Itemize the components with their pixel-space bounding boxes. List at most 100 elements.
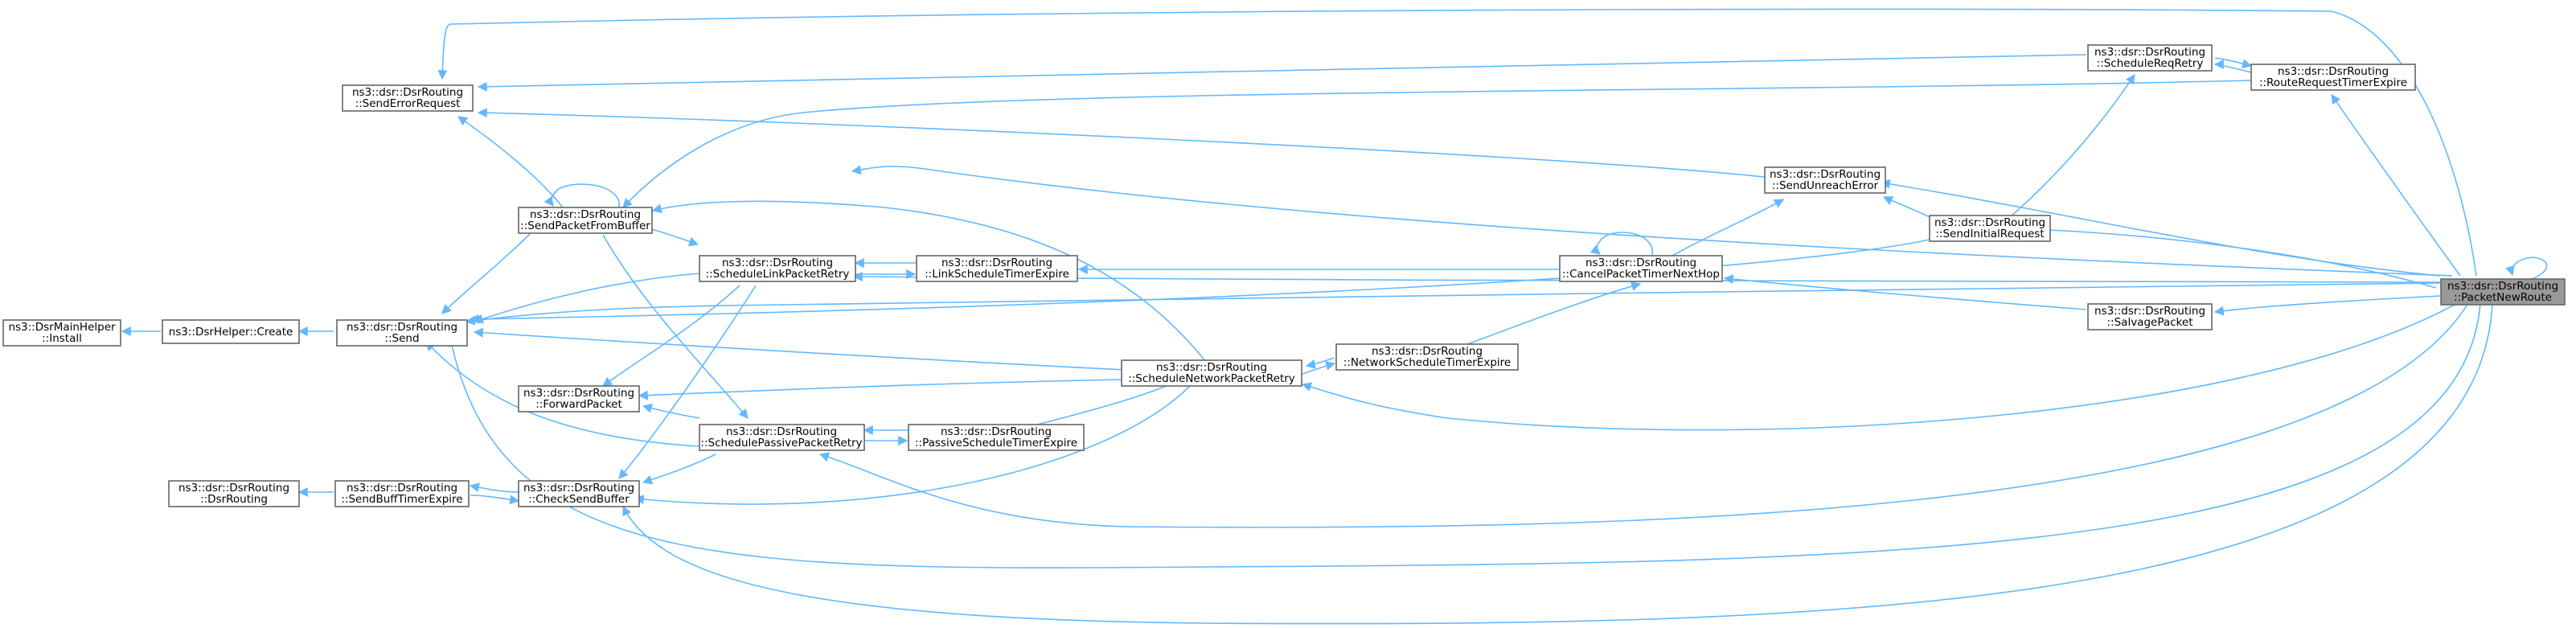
node-box <box>908 424 1085 451</box>
node-box <box>518 385 640 413</box>
edge-schedulepassivepacketretry-send <box>425 341 700 447</box>
node-label-line-2: ::SendErrorRequest <box>355 97 461 110</box>
node-box <box>168 480 300 507</box>
nodes: ns3::DsrMainHelper ::Install ns3::DsrHel… <box>2 44 2566 507</box>
node-label-line-1: ns3::DsrMainHelper <box>8 321 116 334</box>
node-label-line-1: ns3::dsr::DsrRouting <box>1585 257 1696 269</box>
edge-networkscheduletimerexpire-schedulenetworkpacketretry <box>1305 357 1335 369</box>
node-dsrrouting-constructor[interactable]: ns3::dsr::DsrRouting ::DsrRouting <box>168 480 300 507</box>
node-label-line-1: ns3::dsr::DsrRouting <box>523 387 634 400</box>
node-dsrhelper-create[interactable]: ns3::DsrHelper::Create <box>162 319 300 344</box>
node-label-line-2: ::ScheduleNetworkPacketRetry <box>1128 372 1295 385</box>
node-box <box>2087 44 2213 72</box>
node-label-line-2: ::DsrRouting <box>200 493 268 506</box>
node-label-line-2: ::Install <box>42 332 82 345</box>
node-dsrmainhelper-install[interactable]: ns3::DsrMainHelper ::Install <box>2 319 121 347</box>
edge-schedulenetworkpacketretry-networkscheduletimerexpire <box>1302 360 1336 375</box>
edge-sendpacketfrombuffer-schedulelinkpacketretry <box>650 228 699 247</box>
edge-sendbufftimerexpire-checksendbuffer <box>470 495 520 505</box>
node-passivescheduletimerexpire[interactable]: ns3::dsr::DsrRouting ::PassiveScheduleTi… <box>908 424 1085 451</box>
edge-sendinitialrequest-schedulereqretry <box>2009 74 2135 218</box>
node-linkscheduletimerexpire[interactable]: ns3::dsr::DsrRouting ::LinkScheduleTimer… <box>916 255 1078 282</box>
node-cancelpackettimernexthop[interactable]: ns3::dsr::DsrRouting ::CancelPacketTimer… <box>1559 255 1723 282</box>
node-label-line-2: ::PacketNewRoute <box>2454 291 2552 304</box>
edge-schedulelinkpacketretry-forwardpacket <box>602 285 740 387</box>
edge-sendinitialrequest-send <box>469 239 1930 324</box>
node-box <box>336 319 468 347</box>
node-label-line-2: ::NetworkScheduleTimerExpire <box>1343 356 1512 369</box>
node-sendinitialrequest[interactable]: ns3::dsr::DsrRouting ::SendInitialReques… <box>1929 215 2051 242</box>
edge-schedulereqretry-routerequesttimerexpire <box>2214 57 2253 69</box>
node-label-line-2: ::ForwardPacket <box>535 398 622 411</box>
node-box <box>342 84 474 112</box>
node-sendbufftimerexpire[interactable]: ns3::dsr::DsrRouting ::SendBuffTimerExpi… <box>334 480 470 507</box>
node-label-line-1: ns3::dsr::DsrRouting <box>352 86 463 99</box>
node-box <box>1559 255 1723 282</box>
edge-sendunreacherror-senderrorrequest <box>477 108 1766 178</box>
edge-schedulenetworkpacketretry-send <box>473 327 1126 371</box>
node-label-line-2: ::RouteRequestTimerExpire <box>2259 76 2407 89</box>
node-label-line-2: ::CheckSendBuffer <box>528 493 630 506</box>
edge-schedulenetworkpacketretry-forwardpacket <box>638 379 1122 400</box>
edge-routerequesttimerexpire-schedulereqretry <box>2213 60 2252 73</box>
node-box <box>699 255 856 282</box>
node-schedulelinkpacketretry[interactable]: ns3::dsr::DsrRouting ::ScheduleLinkPacke… <box>699 255 856 282</box>
edge-schedulenetworkpacketretry-checksendbuffer <box>634 385 1191 505</box>
edge-networkscheduletimerexpire-cancelpackettimernexthop <box>1462 281 1642 347</box>
node-label-line-1: ns3::dsr::DsrRouting <box>178 482 289 495</box>
node-label-line-2: ::SendUnreachError <box>1772 179 1879 192</box>
edge-schedulelinkpacketretry-send <box>473 273 700 324</box>
node-schedulenetworkpacketretry[interactable]: ns3::dsr::DsrRouting ::ScheduleNetworkPa… <box>1121 359 1302 387</box>
node-label-line-1: ns3::dsr::DsrRouting <box>1372 345 1483 358</box>
edge-checksendbuffer-sendbufftimerexpire <box>469 482 519 493</box>
edge-schedulelinkpacketretry-checksendbuffer <box>618 285 757 479</box>
node-label-line-1: ns3::dsr::DsrRouting <box>1156 361 1267 374</box>
node-sendpacketfrombuffer[interactable]: ns3::dsr::DsrRouting ::SendPacketFromBuf… <box>518 207 653 234</box>
node-label-line-2: ::ScheduleReqRetry <box>2097 57 2204 70</box>
edge-packetnewroute-self-loop <box>2505 257 2548 282</box>
node-label-line-2: ::SendInitialRequest <box>1935 228 2044 240</box>
edge-packetnewroute-sendunreacherror <box>1880 179 2441 277</box>
node-box <box>916 255 1078 282</box>
node-packetnewroute[interactable]: ns3::dsr::DsrRouting ::PacketNewRoute <box>2440 278 2566 306</box>
node-box <box>699 424 865 451</box>
node-box <box>162 319 300 344</box>
node-checksendbuffer[interactable]: ns3::dsr::DsrRouting ::CheckSendBuffer <box>518 480 640 507</box>
node-box <box>2 319 121 347</box>
edge-sendinitialrequest-sendunreacherror <box>1882 196 1930 218</box>
edge-packetnewroute-send-lower <box>447 302 2481 568</box>
node-senderrorrequest[interactable]: ns3::dsr::DsrRouting ::SendErrorRequest <box>342 84 474 112</box>
node-label-line-1: ns3::dsr::DsrRouting <box>2094 46 2205 59</box>
edge-schedulepassivepacketretry-forwardpacket <box>642 403 700 419</box>
node-box <box>1121 359 1302 387</box>
node-routerequesttimerexpire[interactable]: ns3::dsr::DsrRouting ::RouteRequestTimer… <box>2250 64 2416 91</box>
node-label-line-1: ns3::dsr::DsrRouting <box>941 257 1052 269</box>
node-box <box>2250 64 2416 91</box>
node-label-line-2: ::PassiveScheduleTimerExpire <box>915 437 1077 449</box>
node-label-line-1: ns3::dsr::DsrRouting <box>2094 305 2205 318</box>
edge-schedulepassivepacketretry-checksendbuffer <box>642 454 716 485</box>
edge-schedulenetworkpacketretry-sendpacketfrombuffer <box>651 200 1207 363</box>
node-schedulereqretry[interactable]: ns3::dsr::DsrRouting ::ScheduleReqRetry <box>2087 44 2213 72</box>
node-box <box>1929 215 2051 242</box>
edge-cancelpackettimernexthop-sendunreacherror <box>1672 199 1785 257</box>
node-box <box>1764 166 1886 194</box>
node-label-line-1: ns3::dsr::DsrRouting <box>347 321 457 334</box>
node-label-line-1: ns3::dsr::DsrRouting <box>1934 216 2045 229</box>
edge-sendpacketfrombuffer-self-loop <box>544 183 620 208</box>
node-salvagepacket[interactable]: ns3::dsr::DsrRouting ::SalvagePacket <box>2087 303 2213 330</box>
node-box <box>2087 303 2213 330</box>
node-sendunreacherror[interactable]: ns3::dsr::DsrRouting ::SendUnreachError <box>1764 166 1886 194</box>
edge-packetnewroute-routerequesttimerexpire <box>2331 94 2461 277</box>
node-networkscheduletimerexpire[interactable]: ns3::dsr::DsrRouting ::NetworkScheduleTi… <box>1335 343 1519 371</box>
edge-cancelpackettimernexthop-self-loop <box>1589 232 1653 257</box>
node-forwardpacket[interactable]: ns3::dsr::DsrRouting ::ForwardPacket <box>518 385 640 413</box>
edge-routerequesttimerexpire-sendpacketfrombuffer <box>622 80 2252 208</box>
node-label-line-1: ns3::dsr::DsrRouting <box>523 482 634 495</box>
edge-packetnewroute-sendinitialrequest <box>2006 224 2437 289</box>
node-schedulepassivepacketretry[interactable]: ns3::dsr::DsrRouting ::SchedulePassivePa… <box>699 424 865 451</box>
node-box <box>1335 343 1519 371</box>
node-send[interactable]: ns3::dsr::DsrRouting ::Send <box>336 319 468 347</box>
node-label-line-2: ::Send <box>384 332 419 345</box>
